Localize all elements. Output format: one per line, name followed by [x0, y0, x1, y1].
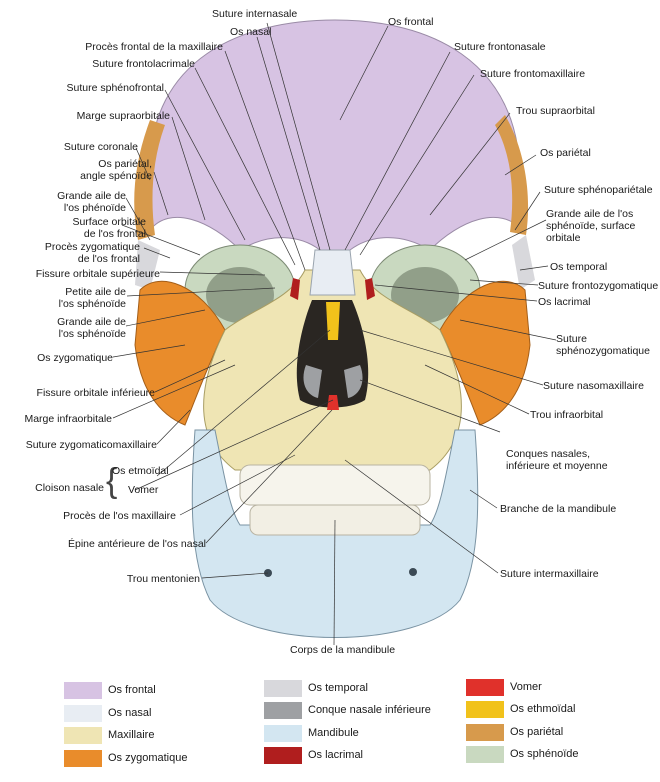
legend-label: Vomer: [510, 681, 542, 693]
label-os-temporal: Os temporal: [550, 261, 608, 273]
vomer-shape: [327, 395, 339, 410]
label-branche-mandibule: Branche de la mandibule: [500, 503, 617, 515]
label-os-parietal-angle: Os pariétal, angle spénoïde: [80, 158, 152, 182]
legend-swatch: [264, 746, 302, 764]
label-fissure-orbitale-inferieure: Fissure orbitale inférieure: [36, 387, 155, 399]
conque-left-shape: [303, 365, 322, 398]
legend-label: Os zygomatique: [108, 752, 188, 764]
label-suture-internasale: Suture internasale: [212, 8, 298, 20]
label-trou-mentonien: Trou mentonien: [126, 573, 200, 585]
label-suture-sphenozygomatique: Suture sphénozygomatique: [556, 333, 650, 357]
legend-swatch: [264, 724, 302, 742]
legend-item-os-temporal: Os temporal: [264, 678, 368, 698]
label-corps-mandibule: Corps de la mandibule: [290, 644, 396, 656]
legend-label: Conque nasale inférieure: [308, 704, 431, 716]
os-lacrimal-left-shape: [290, 278, 300, 300]
orbit-right-shadow: [391, 267, 459, 323]
label-epine-anterieure: Épine antérieure de l'os nasal: [67, 538, 206, 550]
legend-label: Maxillaire: [108, 729, 155, 741]
label-os-etmoidal: Os etmoïdal: [112, 465, 169, 477]
legend-swatch: [466, 678, 504, 696]
conque-right-shape: [344, 365, 363, 398]
legend-label: Os sphénoïde: [510, 748, 579, 760]
legend-label: Os lacrimal: [308, 749, 364, 761]
os-temporal-right-shape: [512, 235, 535, 290]
cloison-brace: {: [106, 462, 118, 500]
os-zygomatique-right-shape: [439, 280, 531, 426]
legend-swatch: [64, 749, 102, 767]
label-os-parietal-right: Os pariétal: [540, 147, 591, 159]
label-fissure-orbitale-superieure: Fissure orbitale supérieure: [35, 268, 160, 280]
label-trou-infraorbital: Trou infraorbital: [530, 409, 604, 421]
upper-teeth-shape: [239, 464, 431, 506]
legend-item-os-nasal: Os nasal: [64, 703, 151, 723]
label-grande-aile-surface-orbitale: Grande aile de l'os sphénoïde, surface o…: [546, 208, 636, 244]
label-os-frontal: Os frontal: [388, 16, 434, 28]
os-lacrimal-right-shape: [365, 278, 375, 300]
label-suture-intermaxillaire: Suture intermaxillaire: [500, 568, 599, 580]
legend-swatch: [264, 701, 302, 719]
label-suture-frontomaxillaire: Suture frontomaxillaire: [480, 68, 586, 80]
label-conques-nasales: Conques nasales, inférieure et moyenne: [506, 448, 608, 472]
label-suture-sphenofrontal: Suture sphénofrontal: [66, 82, 164, 94]
label-os-zygomatique: Os zygomatique: [37, 352, 113, 364]
orbit-left-shadow: [206, 267, 274, 323]
legend-item-maxillaire: Maxillaire: [64, 725, 154, 745]
label-marge-infraorbitale: Marge infraorbitale: [24, 413, 112, 425]
os-parietal-right-shape: [495, 115, 529, 235]
label-os-nasal: Os nasal: [230, 26, 272, 38]
legend-item-os-lacrimal: Os lacrimal: [264, 745, 363, 765]
legend-swatch: [466, 700, 504, 718]
legend-swatch: [264, 679, 302, 697]
legend-item-os-parietal: Os pariétal: [466, 722, 563, 742]
ethmoid-shape: [326, 302, 340, 340]
legend-label: Os temporal: [308, 682, 368, 694]
legend-label: Os pariétal: [510, 726, 564, 738]
legend-label: Os nasal: [108, 707, 152, 719]
leader-lines: [112, 22, 557, 646]
label-cloison-nasale: Cloison nasale: [35, 482, 104, 494]
label-trou-supraorbital: Trou supraorbital: [516, 105, 595, 117]
label-grande-aile-phenoide: Grande aile de l'os phénoïde: [57, 190, 126, 214]
legend-label: Os frontal: [108, 684, 156, 696]
legend-swatch: [64, 681, 102, 699]
label-suture-frontozygomatique: Suture frontozygomatique: [538, 280, 659, 292]
legend-item-mandibule: Mandibule: [264, 723, 359, 743]
label-suture-zygomaticomaxillaire: Suture zygomaticomaxillaire: [25, 439, 157, 451]
label-vomer: Vomer: [128, 484, 159, 496]
label-suture-coronale: Suture coronale: [63, 141, 138, 153]
label-suture-sphenoparietale: Suture sphénopariétale: [544, 184, 653, 196]
legend-swatch: [466, 745, 504, 763]
legend-item-os-ethmoidal: Os ethmoïdal: [466, 699, 575, 719]
label-marge-supraorbitale: Marge supraorbitale: [76, 110, 170, 122]
label-surface-orbitale-frontal: Surface orbitale de l'os frontal: [72, 216, 146, 240]
legend-swatch: [64, 726, 102, 744]
legend-item-vomer: Vomer: [466, 677, 542, 697]
label-proces-frontal-maxillaire: Procès frontal de la maxillaire: [85, 41, 223, 53]
label-proces-os-maxillaire: Procès de l'os maxillaire: [63, 510, 176, 522]
legend-item-os-sphenoide: Os sphénoïde: [466, 744, 579, 764]
label-proces-zygomatique-frontal: Procès zygomatique de l'os frontal: [44, 241, 140, 265]
os-frontal-shape: [149, 19, 523, 251]
os-temporal-left-shape: [135, 240, 160, 290]
legend-label: Os ethmoïdal: [510, 703, 576, 715]
os-zygomatique-left-shape: [134, 280, 226, 426]
os-parietal-left-shape: [134, 120, 165, 240]
label-suture-frontonasale: Suture frontonasale: [454, 41, 546, 53]
trou-mentonien-right-shape: [409, 568, 417, 576]
legend-item-conque-nasale-inferieure: Conque nasale inférieure: [264, 700, 431, 720]
legend-item-os-frontal: Os frontal: [64, 680, 156, 700]
legend-label: Mandibule: [308, 727, 359, 739]
label-suture-frontolacrimale: Suture frontolacrimale: [92, 58, 195, 70]
label-suture-nasomaxillaire: Suture nasomaxillaire: [543, 380, 644, 392]
legend-swatch: [64, 704, 102, 722]
label-petite-aile-sphenoide: Petite aile de l'os sphénoïde: [58, 286, 126, 310]
legend-swatch: [466, 723, 504, 741]
label-grande-aile-sphenoide: Grande aile de l'os sphénoïde: [57, 316, 126, 340]
legend-item-os-zygomatique: Os zygomatique: [64, 748, 187, 768]
label-os-lacrimal: Os lacrimal: [538, 296, 591, 308]
os-nasal-shape: [309, 249, 356, 296]
